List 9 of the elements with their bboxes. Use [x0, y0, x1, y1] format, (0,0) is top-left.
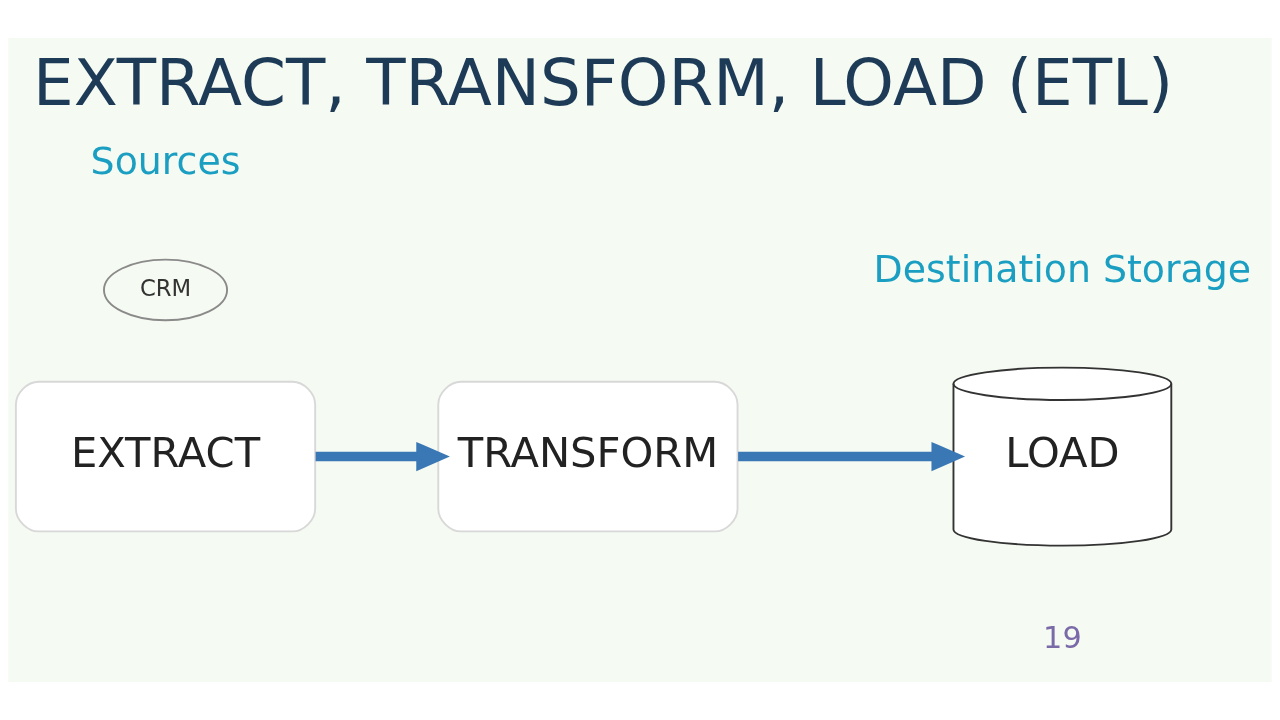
arrow [738, 441, 966, 472]
diagram-title: EXTRACT, TRANSFORM, LOAD (ETL) [32, 44, 1174, 120]
node-ellipse: CRM [103, 258, 229, 322]
node-label: Destination Storage [873, 247, 1252, 292]
node-box: TRANSFORM [437, 380, 739, 533]
label: Sources [90, 139, 241, 184]
node-box: EXTRACT [14, 380, 317, 533]
arrow [315, 441, 450, 472]
label: 19 [1043, 619, 1082, 655]
